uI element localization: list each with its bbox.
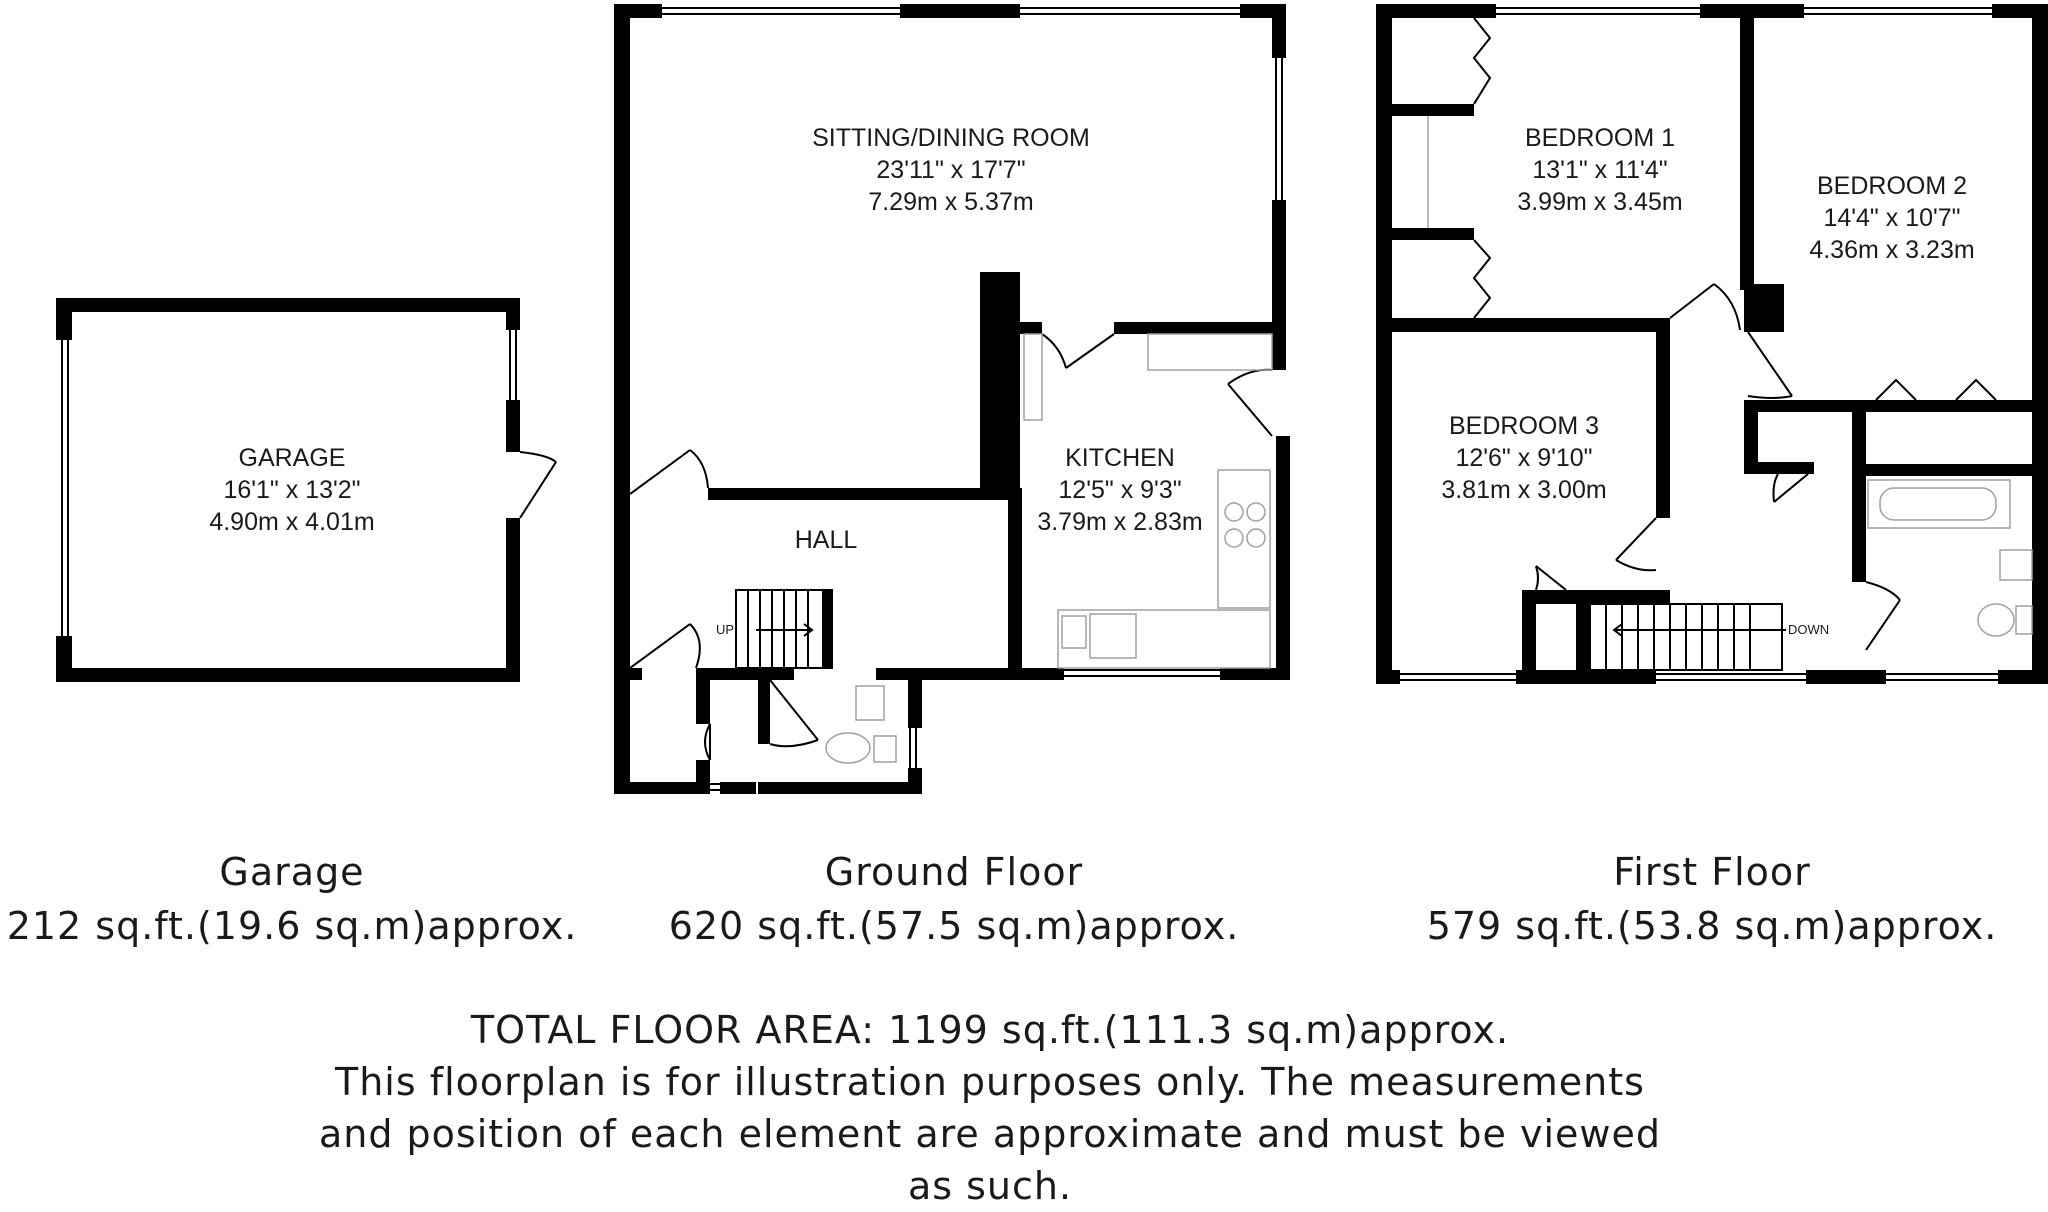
stairs-up-label: UP: [716, 622, 734, 637]
kitchen-name: KITCHEN: [1065, 444, 1175, 472]
disclaimer-line-1: This floorplan is for illustration purpo…: [335, 1060, 1645, 1104]
first-floor-plan: [1376, 4, 2048, 684]
disclaimer-line-3: as such.: [907, 1164, 1073, 1208]
stairs-down-label: DOWN: [1788, 622, 1829, 637]
first-floor-caption: First Floor 579 sq.ft.(53.8 sq.m)approx.: [1412, 850, 2012, 948]
garage-plan: [56, 298, 557, 682]
kitchen-metric: 3.79m x 2.83m: [1037, 508, 1202, 536]
first-floor-caption-area: 579 sq.ft.(53.8 sq.m)approx.: [1426, 904, 1998, 948]
hall-name: HALL: [795, 526, 858, 554]
ground-floor-caption: Ground Floor 620 sq.ft.(57.5 sq.m)approx…: [654, 850, 1254, 948]
bedroom2-imperial: 14'4" x 10'7": [1823, 204, 1960, 232]
garage-caption: Garage 212 sq.ft.(19.6 sq.m)approx.: [0, 850, 584, 948]
bedroom3-metric: 3.81m x 3.00m: [1441, 476, 1606, 504]
garage-caption-area: 212 sq.ft.(19.6 sq.m)approx.: [6, 904, 578, 948]
kitchen-imperial: 12'5" x 9'3": [1058, 476, 1181, 504]
ground-walls: [614, 4, 1290, 794]
garage-imperial: 16'1" x 13'2": [223, 476, 360, 504]
bedroom2-name: BEDROOM 2: [1817, 172, 1967, 200]
bedroom3-imperial: 12'6" x 9'10": [1455, 444, 1592, 472]
ground-floor-plan: [614, 4, 1290, 794]
ground-windows: [662, 7, 1283, 791]
bedroom3-name: BEDROOM 3: [1449, 412, 1599, 440]
sitting-room-name: SITTING/DINING ROOM: [812, 124, 1090, 152]
first-windows: [1400, 7, 1998, 681]
first-floor-caption-title: First Floor: [1613, 850, 1811, 894]
garage-side-door: [519, 451, 557, 519]
footer-notes: TOTAL FLOOR AREA: 1199 sq.ft.(111.3 sq.m…: [250, 1004, 1730, 1212]
bedroom1-name: BEDROOM 1: [1525, 124, 1675, 152]
first-stairs: [1589, 603, 1786, 671]
garage-windows: [61, 330, 517, 636]
ground-doors: [629, 333, 1273, 761]
first-walls: [1376, 4, 2048, 684]
total-floor-area: TOTAL FLOOR AREA: 1199 sq.ft.(111.3 sq.m…: [470, 1008, 1510, 1052]
garage-caption-title: Garage: [219, 850, 365, 894]
garage-walls: [56, 298, 520, 682]
first-doors: [1472, 17, 1997, 651]
disclaimer-line-2: and position of each element are approxi…: [318, 1112, 1662, 1156]
bedroom1-metric: 3.99m x 3.45m: [1517, 188, 1682, 216]
bedroom2-metric: 4.36m x 3.23m: [1809, 236, 1974, 264]
garage-room-name: GARAGE: [239, 444, 346, 472]
ground-stairs: [735, 589, 833, 669]
room-labels: GARAGE 16'1" x 13'2" 4.90m x 4.01m SITTI…: [209, 124, 1974, 637]
ground-floor-caption-title: Ground Floor: [824, 850, 1084, 894]
ground-fixtures: [825, 333, 1273, 764]
first-fixtures: [1427, 116, 2033, 637]
sitting-room-imperial: 23'11" x 17'7": [876, 156, 1025, 184]
ground-floor-caption-area: 620 sq.ft.(57.5 sq.m)approx.: [668, 904, 1240, 948]
garage-metric: 4.90m x 4.01m: [209, 508, 374, 536]
sitting-room-metric: 7.29m x 5.37m: [868, 188, 1033, 216]
bedroom1-imperial: 13'1" x 11'4": [1532, 156, 1667, 184]
